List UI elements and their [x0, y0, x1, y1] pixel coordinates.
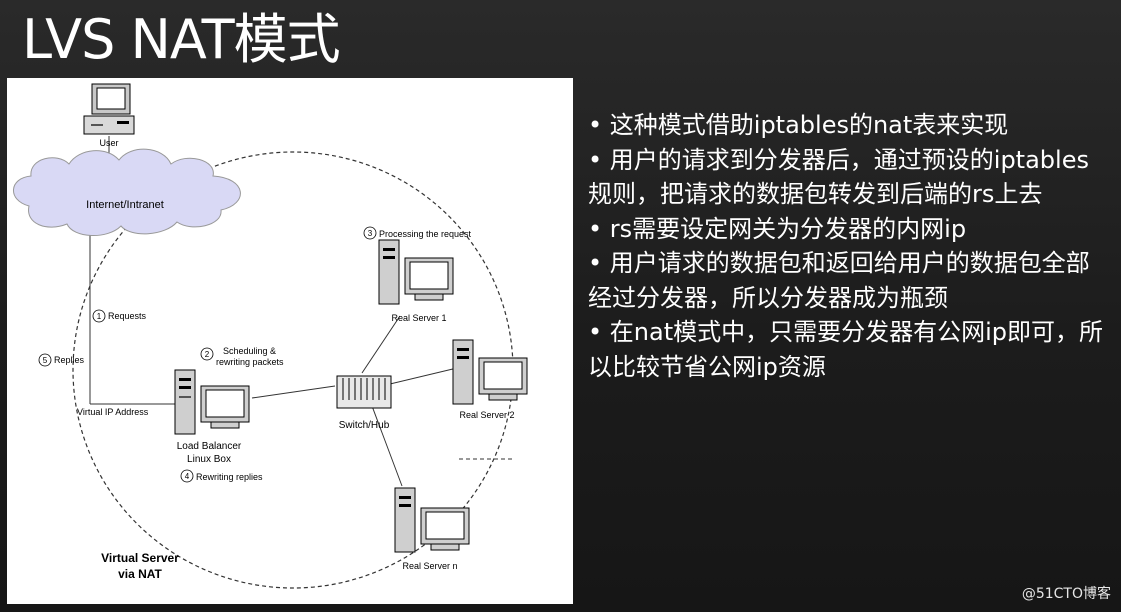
virtual-server-label-1: Virtual Server	[101, 551, 179, 565]
step-5-number: 5	[43, 356, 48, 365]
diagram-canvas: User Internet/Intranet 1 2 3 4 5 Request…	[13, 83, 528, 589]
load-balancer-server-icon	[174, 369, 250, 435]
step-1-badge	[92, 309, 106, 323]
bullet-list: • 这种模式借助iptables的nat表来实现 • 用户的请求到分发器后，通过…	[588, 108, 1108, 384]
bullet-item: • 在nat模式中，只需要分发器有公网ip即可，所以比较节省公网ip资源	[588, 318, 1104, 381]
virtual-ip-label: Virtual IP Address	[77, 407, 149, 417]
step-5-label: Replies	[54, 355, 85, 365]
bullet-item: • rs需要设定网关为分发器的内网ip	[588, 214, 967, 243]
load-balancer-label-2: Linux Box	[187, 454, 231, 465]
step-4-badge	[180, 469, 194, 483]
step-1-number: 1	[97, 312, 102, 321]
real-server-n-label: Real Server n	[402, 561, 457, 571]
step-1-label: Requests	[108, 311, 147, 321]
step-2-number: 2	[205, 350, 210, 359]
load-balancer-label-1: Load Balancer	[177, 441, 242, 452]
step-5-badge	[38, 353, 52, 367]
step-3-label: Processing the request	[379, 229, 472, 239]
cloud-icon	[13, 148, 241, 237]
switch-label: Switch/Hub	[339, 420, 390, 431]
step-2-badge	[200, 347, 214, 361]
step-2-label-1: Scheduling &	[223, 346, 276, 356]
user-label: User	[99, 138, 118, 148]
real-server-1-label: Real Server 1	[391, 313, 446, 323]
step-4-label: Rewriting replies	[196, 472, 263, 482]
watermark: @51CTO博客	[1021, 586, 1111, 602]
real-server-1-icon	[378, 239, 454, 305]
step-2-label-2: rewriting packets	[216, 357, 284, 367]
cloud-label: Internet/Intranet	[86, 199, 164, 211]
bullet-item: • 这种模式借助iptables的nat表来实现	[588, 111, 1009, 139]
bullet-item: • 用户请求的数据包和返回给用户的数据包全部经过分发器，所以分发器成为瓶颈	[588, 249, 1090, 312]
virtual-server-label-2: via NAT	[118, 567, 162, 581]
lvs-nat-diagram: User Internet/Intranet 1 2 3 4 5 Request…	[7, 78, 573, 604]
step-3-badge	[363, 226, 377, 240]
slide-title: LVS NAT模式	[22, 8, 341, 71]
bullet-item: • 用户的请求到分发器后，通过预设的iptables规则，把请求的数据包转发到后…	[588, 145, 1089, 209]
step-4-number: 4	[185, 472, 190, 481]
real-server-n-icon	[394, 487, 470, 553]
step-3-number: 3	[368, 229, 373, 238]
user-computer-icon	[83, 83, 135, 135]
real-server-2-label: Real Server 2	[459, 410, 514, 420]
real-server-2-icon	[452, 339, 528, 405]
switch-hub-icon	[336, 375, 392, 409]
